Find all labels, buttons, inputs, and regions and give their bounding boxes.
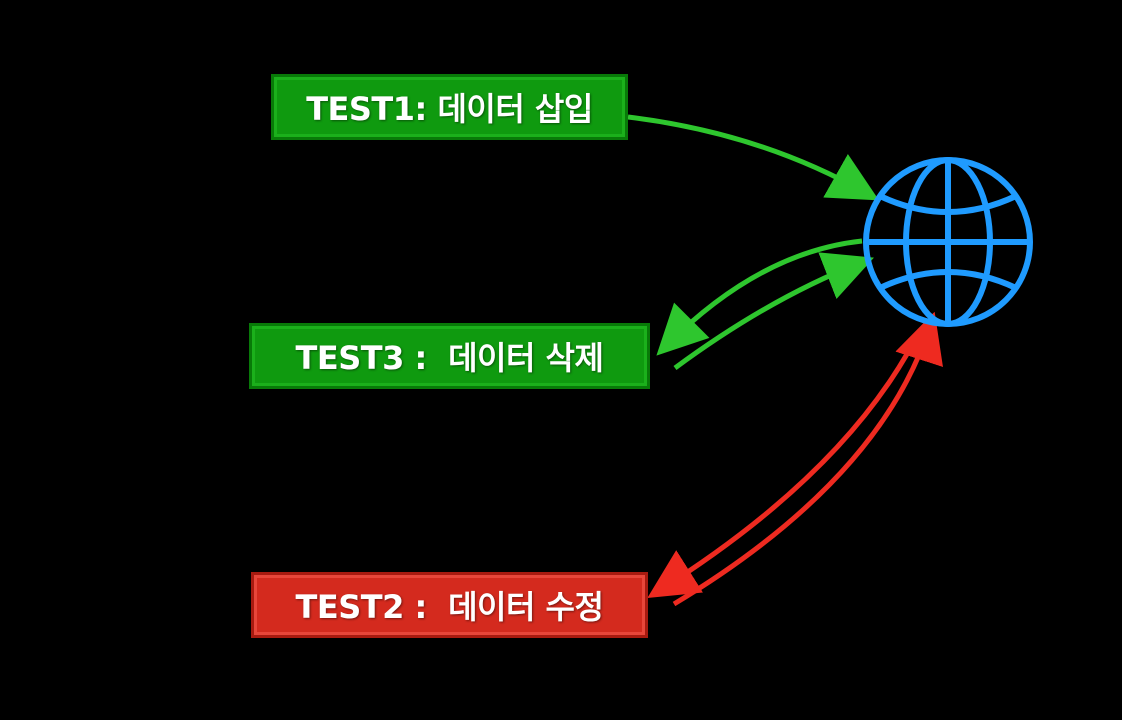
arrow-globe-to-test3 xyxy=(656,238,863,356)
test2-update-label: TEST2 : 데이터 수정 xyxy=(251,572,648,638)
test1-insert-label: TEST1: 데이터 삽입 xyxy=(271,74,628,140)
globe-icon xyxy=(863,157,1033,327)
arrow-test2-to-globe xyxy=(672,311,943,607)
arrow-test1-to-globe xyxy=(627,114,880,201)
arrow-globe-to-test2 xyxy=(647,328,923,599)
arrow-test3-to-globe xyxy=(673,252,874,371)
test3-delete-label: TEST3 : 데이터 삭제 xyxy=(249,323,650,389)
